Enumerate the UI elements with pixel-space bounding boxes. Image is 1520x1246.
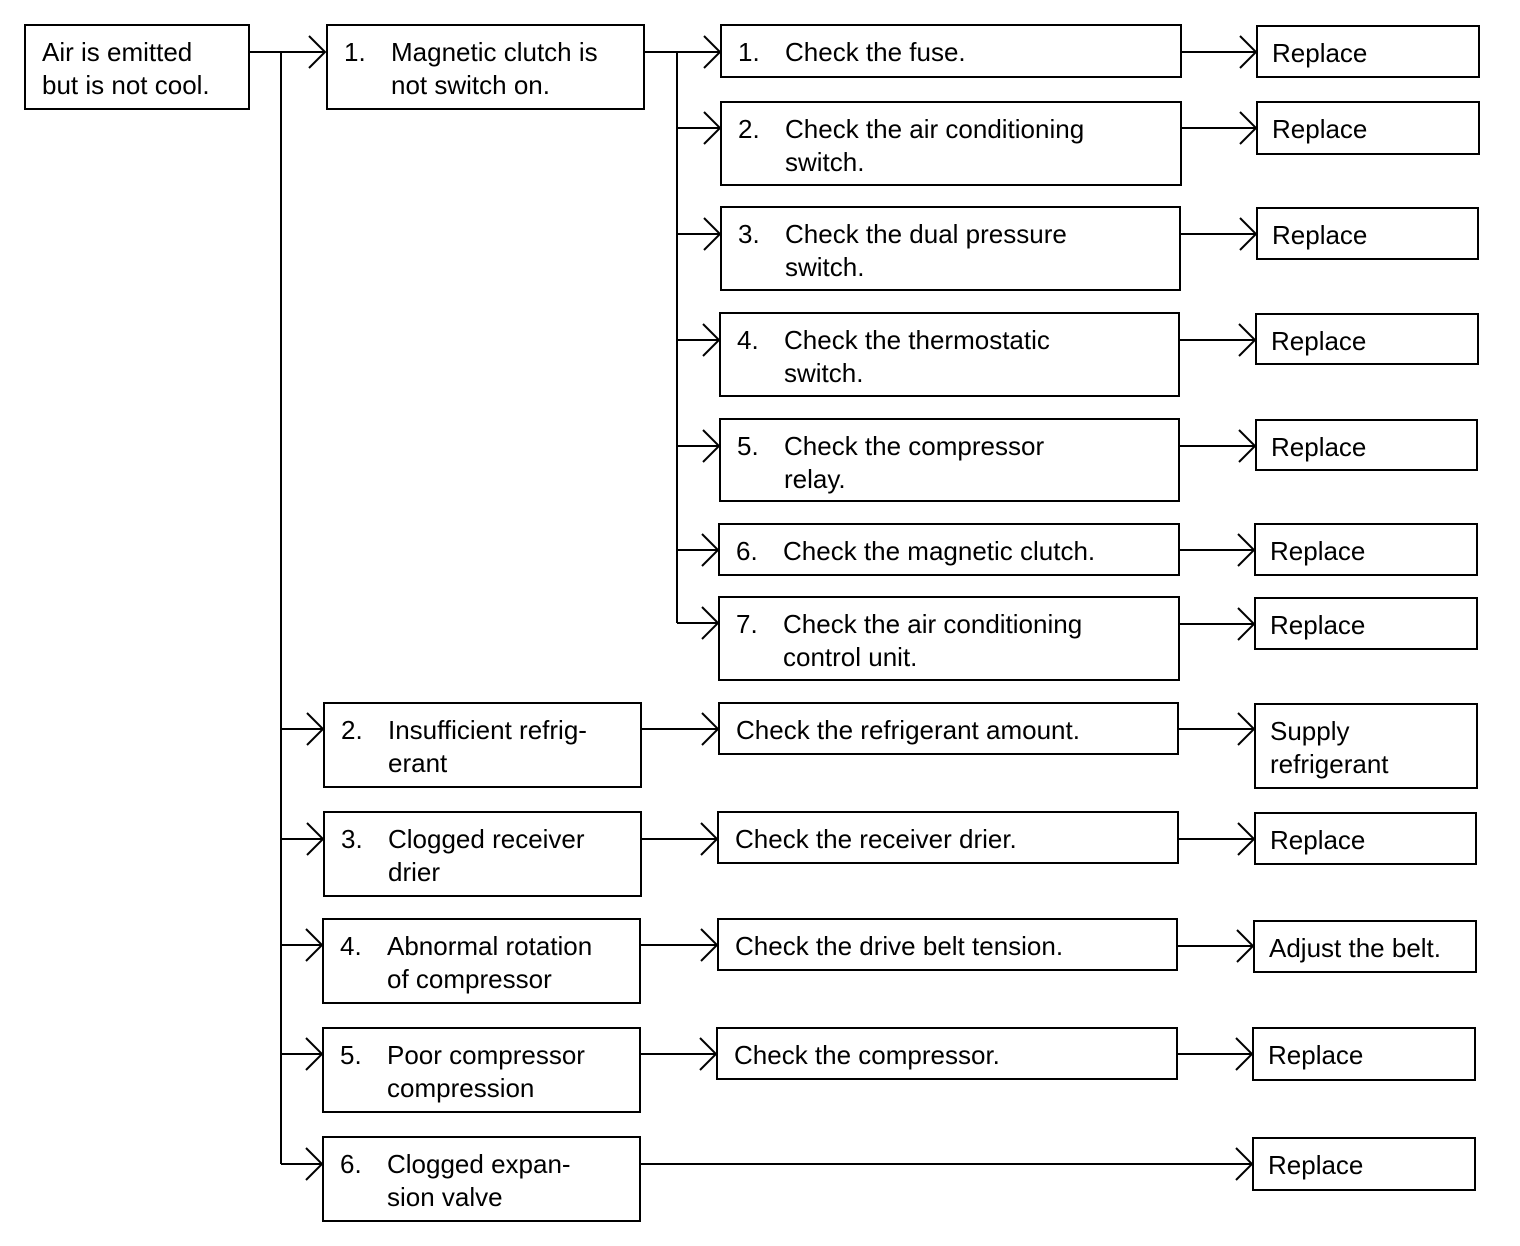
check-line1: Check the air conditioning — [785, 114, 1085, 144]
check-line1: Check the air conditioning — [783, 609, 1083, 639]
cause-line1: Insufficient refrig- — [388, 715, 587, 745]
check-box: Check the drive belt tension. — [717, 918, 1178, 971]
cause-number: 2. — [341, 715, 363, 745]
cause-box: 5. Poor compressor compression — [322, 1027, 641, 1113]
check-box: 1. Check the fuse. — [720, 24, 1182, 78]
cause-box: 2. Insufficient refrig- erant — [323, 702, 642, 788]
check-box: 7. Check the air conditioning control un… — [718, 596, 1180, 681]
action-box: Replace — [1254, 597, 1478, 650]
check-box: 3. Check the dual pressure switch. — [720, 206, 1181, 291]
check-line1: Check the fuse. — [785, 37, 966, 67]
check-number: 1. — [738, 37, 760, 67]
action-text: Replace — [1270, 610, 1366, 640]
check-box: Check the receiver drier. — [717, 811, 1179, 864]
check-line1: Check the thermostatic — [784, 325, 1050, 355]
action-box: Replace — [1254, 523, 1478, 576]
check-text: Check the refrigerant amount. — [736, 715, 1080, 745]
check-number: 3. — [738, 219, 760, 249]
action-text: Replace — [1268, 1040, 1364, 1070]
action-box: Replace — [1255, 313, 1479, 365]
check-box: 2. Check the air conditioning switch. — [720, 101, 1182, 186]
check-text: Check the receiver drier. — [735, 824, 1017, 854]
action-box: Replace — [1256, 25, 1480, 78]
cause-box: 4. Abnormal rotation of compressor — [322, 918, 641, 1004]
cause-line1: Clogged receiver — [388, 824, 585, 854]
cause-line2: compression — [387, 1073, 535, 1103]
symptom-box: Air is emitted but is not cool. — [24, 24, 250, 110]
symptom-line2: but is not cool. — [42, 70, 210, 100]
symptom-line1: Air is emitted — [42, 37, 193, 67]
action-text: Replace — [1271, 432, 1367, 462]
check-number: 6. — [736, 536, 758, 566]
cause-number: 5. — [340, 1040, 362, 1070]
cause-box: 3. Clogged receiver drier — [323, 811, 642, 897]
action-text: Replace — [1270, 825, 1366, 855]
action-box: Replace — [1255, 419, 1478, 471]
cause-line2: erant — [388, 748, 448, 778]
action-box: Adjust the belt. — [1253, 920, 1477, 973]
action-box: Replace — [1256, 101, 1480, 155]
cause-line2: of compressor — [387, 964, 552, 994]
action-box: Replace — [1252, 1137, 1476, 1191]
action-text: Replace — [1272, 38, 1368, 68]
action-text: Replace — [1271, 326, 1367, 356]
cause-line1: Abnormal rotation — [387, 931, 593, 961]
cause-number: 6. — [340, 1149, 362, 1179]
cause-line2: drier — [388, 857, 441, 887]
check-line2: switch. — [784, 358, 864, 388]
action-text: Replace — [1272, 220, 1368, 250]
cause-line1: Clogged expan- — [387, 1149, 571, 1179]
arrowhead — [308, 35, 327, 69]
check-box: 4. Check the thermostatic switch. — [719, 312, 1180, 397]
check-number: 4. — [737, 325, 759, 355]
check-line2: switch. — [785, 147, 865, 177]
cause-number: 4. — [340, 931, 362, 961]
action-text: Adjust the belt. — [1269, 933, 1441, 963]
action-text: Replace — [1272, 114, 1368, 144]
check-text: Check the drive belt tension. — [735, 931, 1064, 961]
check-text: Check the compressor. — [734, 1040, 1000, 1070]
cause-line2: sion valve — [387, 1182, 503, 1212]
check-number: 2. — [738, 114, 760, 144]
action-box: Supply refrigerant — [1254, 703, 1478, 789]
cause-number: 1. — [344, 37, 366, 67]
check-box: 6. Check the magnetic clutch. — [718, 523, 1180, 576]
cause-line1: Poor compressor — [387, 1040, 585, 1070]
cause-line2: not switch on. — [391, 70, 550, 100]
cause-line1: Magnetic clutch is — [391, 37, 598, 67]
action-text: Replace — [1270, 536, 1366, 566]
check-line2: switch. — [785, 252, 865, 282]
check-line1: Check the dual pressure — [785, 219, 1067, 249]
check-box: Check the refrigerant amount. — [718, 702, 1179, 755]
check-box: Check the compressor. — [716, 1027, 1178, 1080]
cause-number: 3. — [341, 824, 363, 854]
check-line2: relay. — [784, 464, 846, 494]
action-box: Replace — [1256, 207, 1479, 260]
check-line2: control unit. — [783, 642, 918, 672]
action-text: Replace — [1268, 1150, 1364, 1180]
check-number: 5. — [737, 431, 759, 461]
cause-box: 1. Magnetic clutch is not switch on. — [326, 24, 645, 110]
check-number: 7. — [736, 609, 758, 639]
action-line2: refrigerant — [1270, 749, 1389, 779]
check-line1: Check the magnetic clutch. — [783, 536, 1096, 566]
check-box: 5. Check the compressor relay. — [719, 418, 1180, 502]
check-line1: Check the compressor — [784, 431, 1045, 461]
cause-box: 6. Clogged expan- sion valve — [322, 1136, 641, 1222]
action-box: Replace — [1252, 1027, 1476, 1081]
action-line1: Supply — [1270, 716, 1350, 746]
action-box: Replace — [1254, 812, 1477, 865]
